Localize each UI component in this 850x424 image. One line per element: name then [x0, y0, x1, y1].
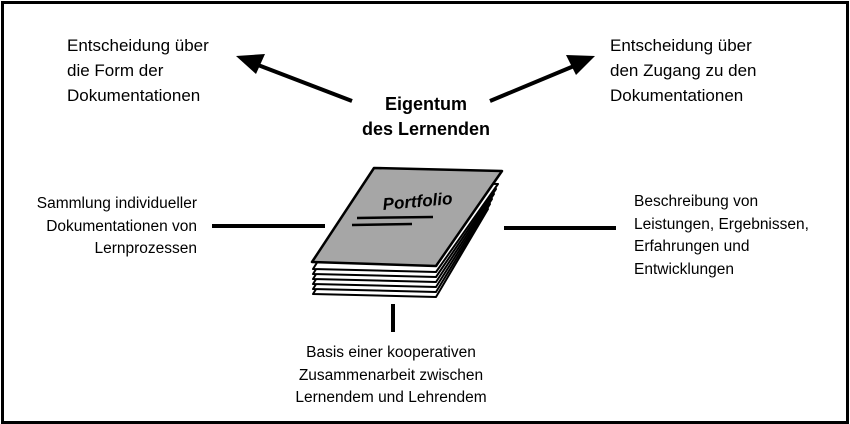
description-label: Beschreibung von Leistungen, Ergebnissen…	[634, 191, 809, 281]
description-line-4: Entwicklungen	[634, 260, 734, 278]
description-line-3: Erfahrungen und	[634, 238, 750, 255]
ownership-title-line-1: Eigentum	[384, 94, 467, 114]
portfolio-stack-icon	[310, 166, 504, 298]
form-decision-label: Entscheidung über die Form der Dokumenta…	[67, 33, 209, 108]
form-decision-line-1: Entscheidung über	[67, 36, 209, 55]
collection-label: Sammlung individueller Dokumentationen v…	[22, 193, 197, 261]
description-line-1: Beschreibung von	[634, 193, 759, 210]
description-line-2: Leistungen, Ergebnissen,	[634, 215, 809, 233]
collection-line-1: Sammlung individueller	[36, 195, 197, 212]
cooperation-line-2: Zusammenarbeit zwischen	[298, 366, 484, 384]
cooperation-label: Basis einer kooperativen Zusammenarbeit …	[285, 342, 497, 410]
ownership-title: Eigentum des Lernenden	[336, 92, 516, 142]
cooperation-line-3: Lernendem und Lehrendem	[295, 389, 487, 406]
access-decision-line-3: Dokumentationen	[610, 86, 744, 105]
collection-line-3: Lernprozessen	[94, 240, 197, 257]
access-decision-line-2: den Zugang zu den	[610, 61, 757, 80]
cooperation-line-1: Basis einer kooperativen	[306, 344, 476, 361]
form-decision-line-2: die Form der	[67, 61, 164, 80]
access-decision-line-1: Entscheidung über	[610, 36, 752, 55]
ownership-title-line-2: des Lernenden	[361, 119, 491, 139]
collection-line-2: Dokumentationen von	[46, 217, 197, 235]
arrow-to-access-decision	[489, 55, 595, 103]
access-decision-label: Entscheidung über den Zugang zu den Doku…	[610, 33, 757, 108]
form-decision-line-3: Dokumentationen	[67, 86, 201, 105]
arrow-to-form-decision	[236, 54, 353, 103]
